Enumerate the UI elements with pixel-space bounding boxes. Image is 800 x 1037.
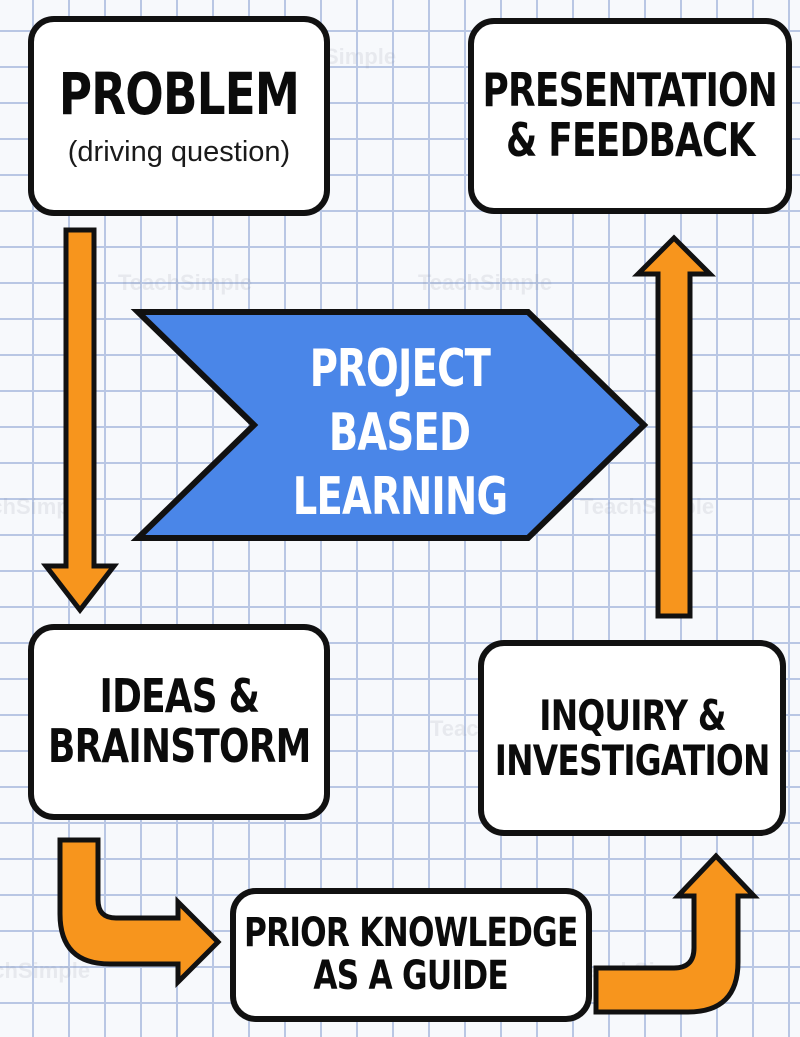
problem-title: PROBLEM [58, 60, 300, 129]
center-title: PROJECT BASED LEARNING [240, 318, 560, 548]
ideas-brainstorm-box: IDEAS & BRAINSTORM [28, 624, 330, 820]
presentation-title-line: PRESENTATION [482, 63, 778, 118]
center-title-line: LEARNING [292, 467, 508, 527]
arrow-prior-to-inquiry [593, 852, 760, 1015]
ideas-title-line: IDEAS & [99, 669, 259, 724]
problem-subtitle: (driving question) [67, 135, 291, 168]
inquiry-investigation-box: INQUIRY & INVESTIGATION [478, 640, 786, 836]
center-title-line: BASED [329, 403, 471, 463]
inquiry-title-line: INVESTIGATION [494, 736, 771, 785]
presentation-title-line: & FEEDBACK [505, 113, 755, 167]
arrow-ideas-to-prior [57, 837, 222, 989]
prior-title-line: PRIOR KNOWLEDGE [244, 909, 578, 956]
center-title-line: PROJECT [309, 339, 491, 399]
problem-box: PROBLEM (driving question) [28, 16, 330, 216]
arrow-inquiry-to-presentation [631, 234, 717, 619]
center-chevron [130, 309, 649, 541]
ideas-title-line: BRAINSTORM [47, 719, 311, 773]
inquiry-title-line: INQUIRY & [538, 690, 726, 740]
arrow-problem-to-ideas [40, 227, 120, 615]
presentation-feedback-box: PRESENTATION & FEEDBACK [468, 18, 792, 214]
prior-title-line: AS A GUIDE [313, 953, 509, 999]
prior-knowledge-box: PRIOR KNOWLEDGE AS A GUIDE [230, 888, 592, 1022]
